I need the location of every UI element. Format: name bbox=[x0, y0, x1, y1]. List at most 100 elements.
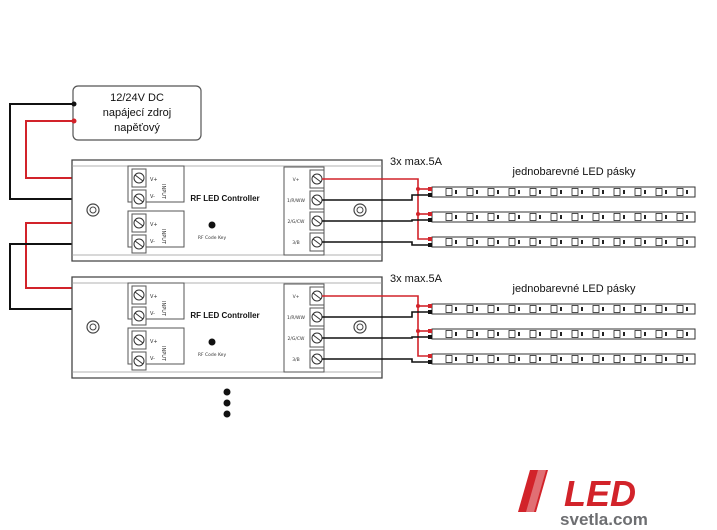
led-chip bbox=[592, 355, 600, 363]
logo-text-domain: svetla.com bbox=[560, 510, 648, 529]
led-chip bbox=[508, 188, 516, 196]
led-chip bbox=[676, 355, 684, 363]
led-chip bbox=[529, 188, 537, 196]
input-label: INPUT bbox=[160, 346, 166, 362]
current-rating-label: 3x max.5A bbox=[390, 156, 443, 168]
input-plus-label: V+ bbox=[150, 339, 158, 345]
led-resistor bbox=[602, 307, 604, 311]
led-resistor bbox=[560, 240, 562, 244]
input-plus-label: V+ bbox=[150, 222, 158, 228]
led-strip bbox=[431, 211, 696, 223]
led-chip bbox=[445, 330, 453, 338]
led-resistor bbox=[497, 307, 499, 311]
led-resistor bbox=[455, 240, 457, 244]
led-chip bbox=[550, 330, 558, 338]
output-channel-wire bbox=[322, 311, 432, 318]
led-chip bbox=[529, 355, 537, 363]
led-chip bbox=[655, 355, 663, 363]
terminal-screw-slot bbox=[134, 240, 144, 248]
terminal-screw-slot bbox=[312, 334, 322, 342]
controller-title: RF LED Controller bbox=[190, 194, 259, 203]
led-resistor bbox=[497, 332, 499, 336]
output-channel-wire bbox=[322, 219, 432, 222]
led-resistor bbox=[455, 332, 457, 336]
mounting-hole-inner bbox=[356, 206, 364, 214]
led-chip bbox=[466, 188, 474, 196]
terminal-screw-slot bbox=[134, 219, 144, 227]
controller-case bbox=[71, 159, 383, 262]
led-resistor bbox=[602, 240, 604, 244]
led-chip bbox=[592, 188, 600, 196]
wire-junction bbox=[416, 329, 420, 333]
led-chip bbox=[592, 238, 600, 246]
led-chip bbox=[613, 330, 621, 338]
strip-pad-positive bbox=[428, 354, 432, 358]
led-resistor bbox=[560, 357, 562, 361]
mounting-hole-inner bbox=[89, 206, 97, 214]
power-supply-line-3: napěťový bbox=[114, 122, 160, 134]
led-strip bbox=[431, 236, 696, 248]
led-chip bbox=[634, 213, 642, 221]
controller-case bbox=[71, 276, 383, 379]
led-resistor bbox=[539, 332, 541, 336]
led-strips-label: jednobarevné LED pásky bbox=[512, 283, 636, 295]
led-chip bbox=[571, 213, 579, 221]
led-chip bbox=[634, 305, 642, 313]
led-resistor bbox=[560, 215, 562, 219]
output-channel-wire bbox=[322, 336, 432, 339]
terminal-screw-slot bbox=[134, 195, 144, 203]
led-resistor bbox=[665, 215, 667, 219]
led-resistor bbox=[560, 190, 562, 194]
led-resistor bbox=[539, 240, 541, 244]
vertical-ellipsis-icon bbox=[223, 388, 231, 418]
mounting-hole-inner bbox=[89, 323, 97, 331]
wire-junction bbox=[416, 212, 420, 216]
led-chip bbox=[571, 305, 579, 313]
led-resistor bbox=[644, 307, 646, 311]
led-resistor bbox=[455, 357, 457, 361]
led-strip bbox=[431, 328, 696, 340]
led-resistor bbox=[560, 332, 562, 336]
led-chip bbox=[466, 330, 474, 338]
output-channel-wire bbox=[322, 358, 432, 363]
led-resistor bbox=[665, 332, 667, 336]
led-resistor bbox=[602, 332, 604, 336]
led-resistor bbox=[644, 357, 646, 361]
led-resistor bbox=[560, 307, 562, 311]
led-chip bbox=[466, 355, 474, 363]
led-resistor bbox=[665, 240, 667, 244]
led-chip bbox=[529, 330, 537, 338]
terminal-screw-slot bbox=[312, 196, 322, 204]
led-chip bbox=[592, 305, 600, 313]
led-strip bbox=[431, 303, 696, 315]
terminal-screw-slot bbox=[312, 217, 322, 225]
led-chip bbox=[487, 355, 495, 363]
strip-pad-positive bbox=[428, 237, 432, 241]
strip-pad-negative bbox=[428, 335, 432, 339]
input-plus-label: V+ bbox=[150, 177, 158, 183]
led-resistor bbox=[623, 332, 625, 336]
led-resistor bbox=[665, 190, 667, 194]
power-supply-line-2: napájecí zdroj bbox=[103, 107, 172, 119]
led-chip bbox=[508, 355, 516, 363]
led-chip bbox=[676, 330, 684, 338]
strip-pad-positive bbox=[428, 304, 432, 308]
led-chip bbox=[529, 238, 537, 246]
output-label: 3/B bbox=[292, 357, 299, 363]
led-chip bbox=[655, 238, 663, 246]
led-chip bbox=[592, 330, 600, 338]
led-resistor bbox=[644, 215, 646, 219]
wire-junction bbox=[416, 304, 420, 308]
output-label: 1/R/WW bbox=[287, 315, 305, 321]
led-chip bbox=[550, 213, 558, 221]
led-resistor bbox=[518, 215, 520, 219]
led-chip bbox=[445, 188, 453, 196]
led-resistor bbox=[581, 215, 583, 219]
led-resistor bbox=[644, 332, 646, 336]
brand-logo: LED svetla.com bbox=[518, 470, 648, 529]
led-strip bbox=[431, 353, 696, 365]
strip-pad-positive bbox=[428, 212, 432, 216]
led-resistor bbox=[476, 307, 478, 311]
led-resistor bbox=[476, 190, 478, 194]
